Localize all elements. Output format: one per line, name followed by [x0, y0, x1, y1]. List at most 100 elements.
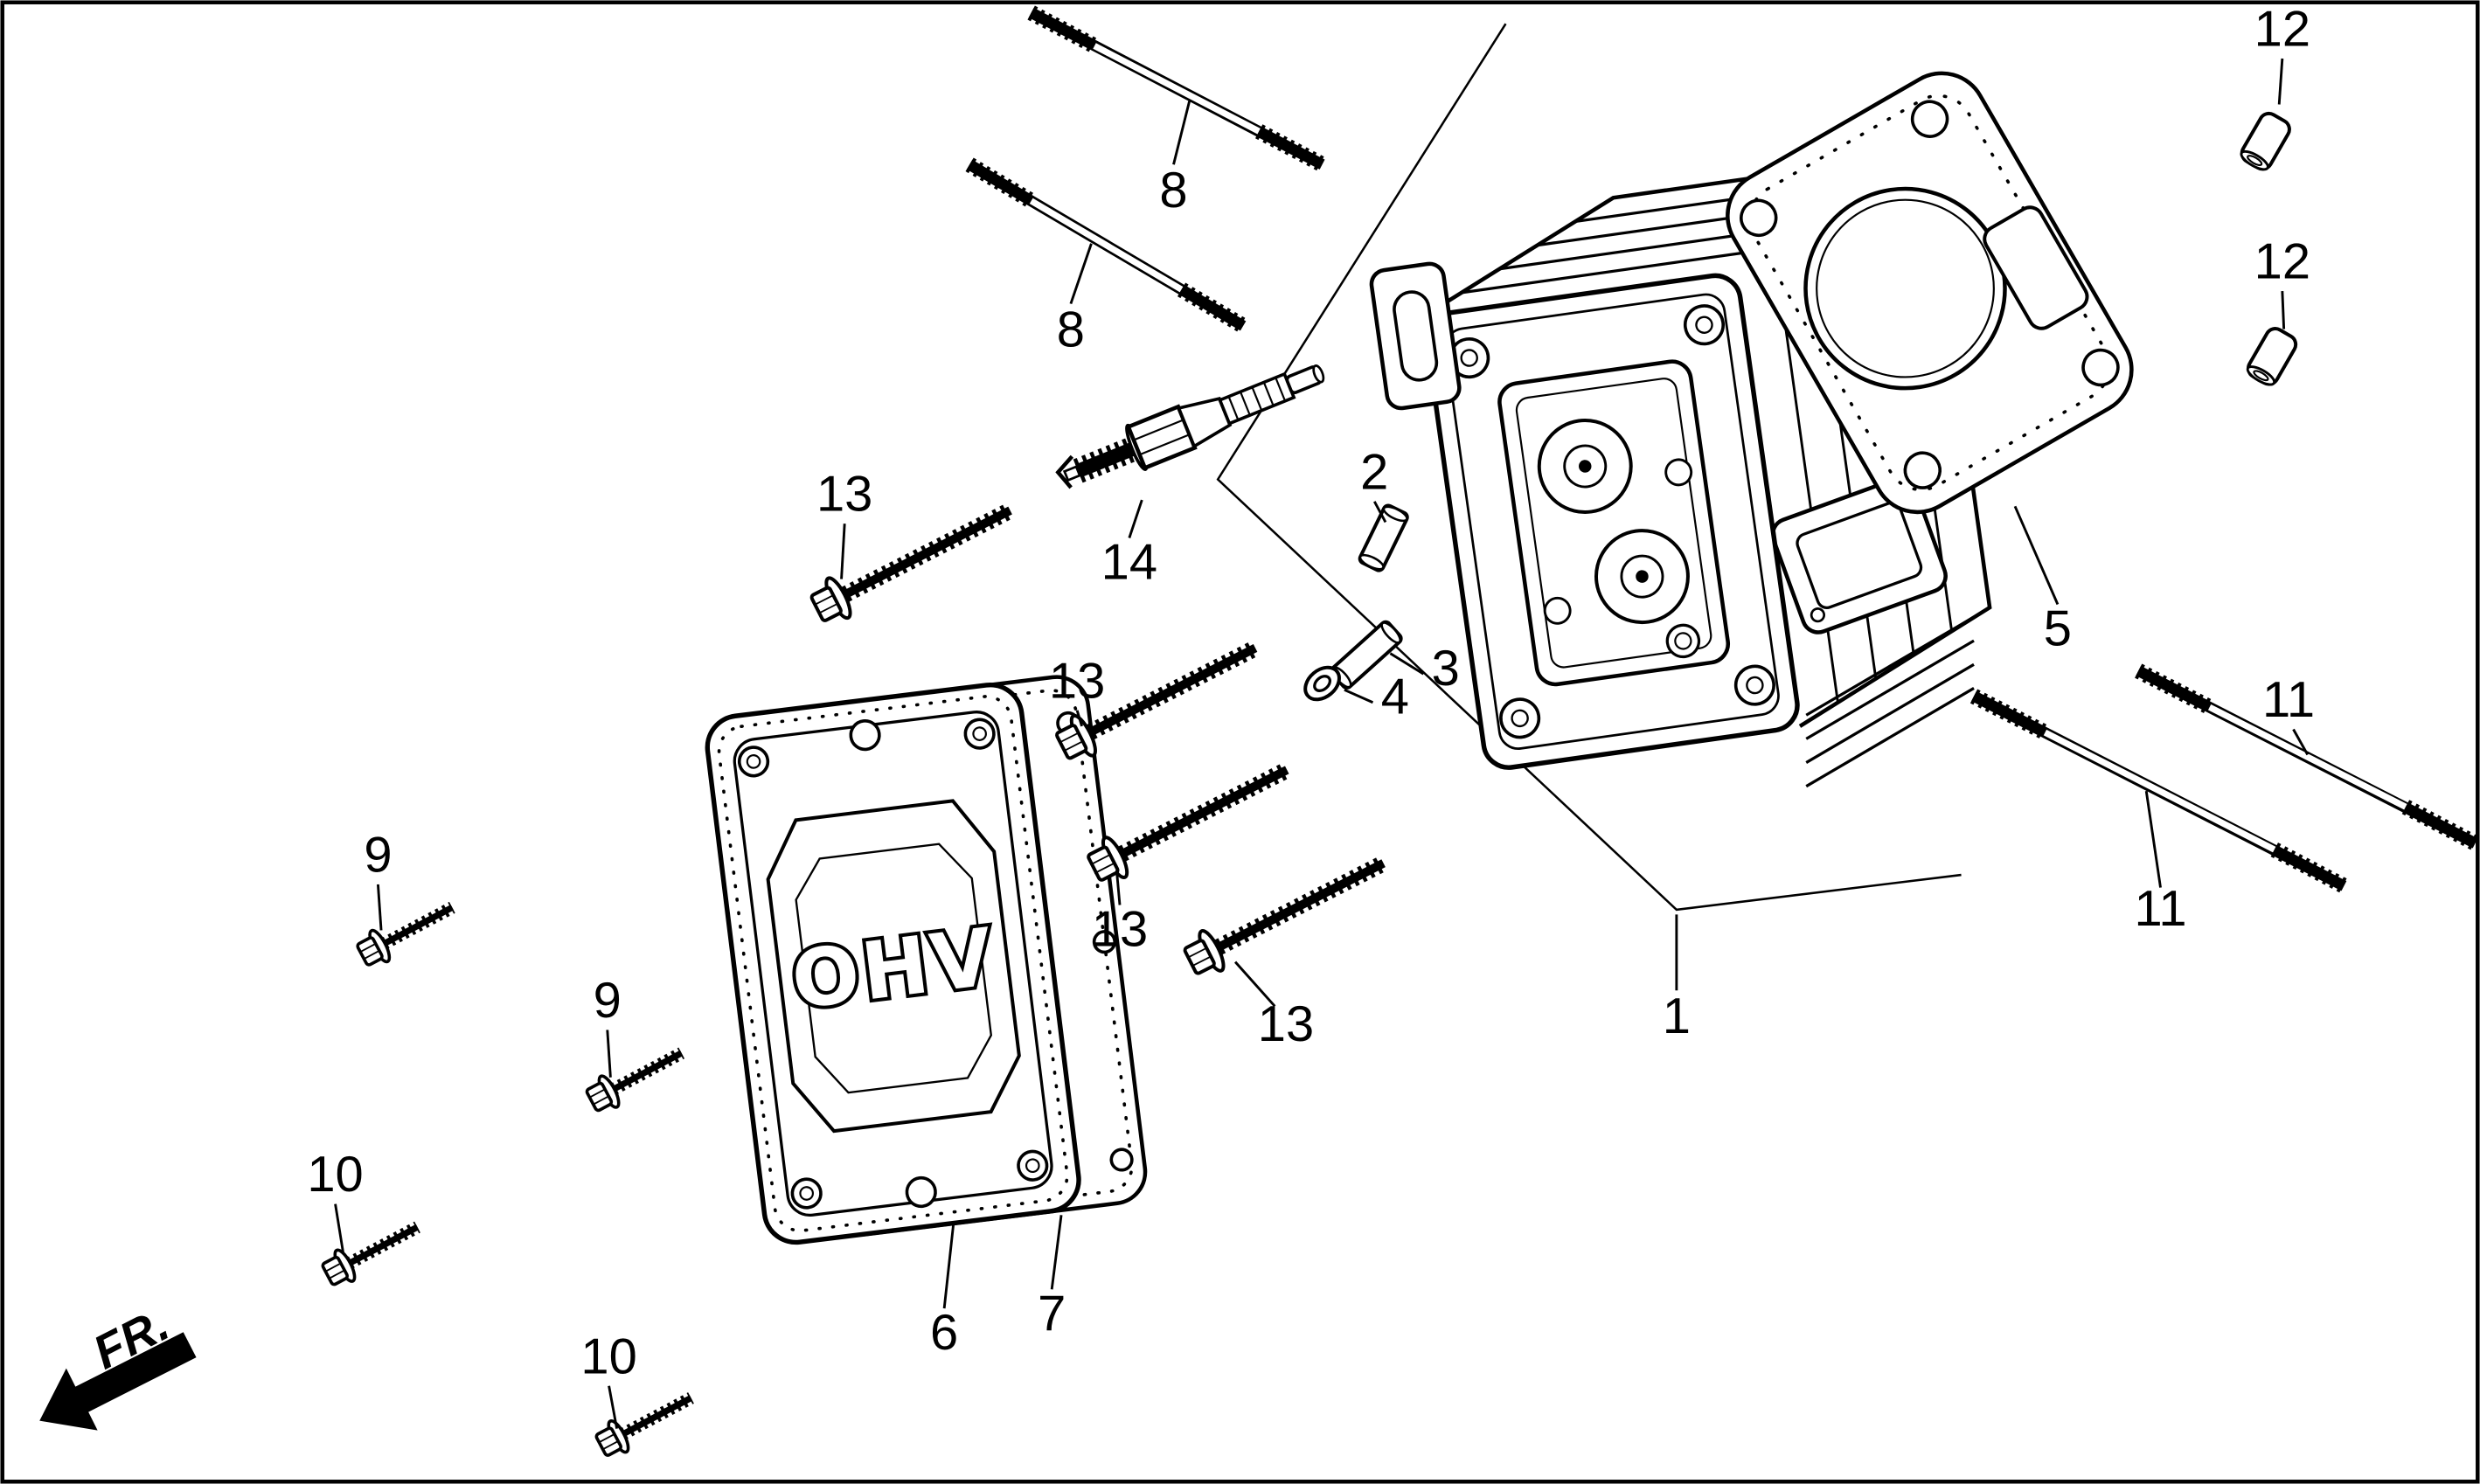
cover-bolt-hole — [1017, 1149, 1049, 1182]
leader-14 — [1128, 499, 1143, 538]
head-bolt-hole — [1746, 676, 1764, 695]
cap-hole — [2247, 155, 2263, 166]
valve-cover-stipple — [717, 695, 1069, 1232]
flange-stud-hole — [1810, 607, 1826, 623]
leader-13-b — [1075, 710, 1083, 727]
callout-13-b: 13 — [1049, 653, 1105, 709]
callout-8-lower: 8 — [1057, 302, 1085, 357]
leader-3 — [1389, 652, 1425, 676]
callout-13-d: 13 — [1258, 996, 1314, 1052]
head-bolt-hole — [1511, 709, 1529, 728]
callout-4: 4 — [1381, 669, 1409, 725]
construction-outline — [1216, 23, 1962, 912]
head-mount-tab — [1369, 261, 1462, 411]
callout-6: 6 — [930, 1305, 958, 1361]
callout-9-a: 9 — [364, 827, 392, 883]
callout-12-upper: 12 — [2254, 1, 2310, 57]
leader-7 — [1050, 1215, 1063, 1290]
head-bolt-hole — [1695, 316, 1713, 334]
leader-11-lower — [2144, 790, 2162, 888]
stud-shank — [1029, 198, 1184, 293]
valve-stem — [1636, 570, 1649, 583]
stud-threads — [1255, 124, 1326, 172]
plug-hex-facets — [1133, 419, 1191, 456]
leader-2 — [1373, 501, 1387, 524]
pushrod-hole — [1543, 596, 1572, 625]
callout-10-a: 10 — [307, 1147, 363, 1203]
gasket-passage — [1983, 205, 2089, 330]
cap-12-upper — [2240, 111, 2291, 171]
washer-inner — [1313, 675, 1332, 692]
ground-electrode — [1055, 454, 1074, 489]
callout-5: 5 — [2044, 601, 2072, 657]
callout-12-lower: 12 — [2254, 234, 2310, 290]
callout-10-b: 10 — [580, 1328, 636, 1384]
head-fin-top-edges — [1461, 176, 1889, 295]
stud-shank — [1093, 43, 1261, 135]
leader-5 — [2013, 505, 2060, 606]
stud-threads — [2135, 663, 2213, 715]
callout-3: 3 — [1432, 641, 1460, 697]
leader-lines — [334, 58, 2310, 1429]
cover-raised-boss — [766, 799, 1021, 1134]
plug-threads — [1073, 435, 1142, 483]
cover-bolt-hole — [963, 718, 996, 750]
callout-2: 2 — [1360, 444, 1388, 500]
gasket-bolt-hole — [1903, 451, 1942, 489]
rocker-chamber-inner — [1515, 378, 1712, 669]
fr-arrow-icon — [39, 1332, 197, 1431]
head-face-rim — [1444, 293, 1780, 750]
bore-opening-inner — [1816, 198, 1995, 378]
callout-14: 14 — [1101, 535, 1157, 591]
head-bolt-hole — [1460, 349, 1478, 367]
head-stud-11-upper — [2135, 663, 2479, 850]
washer-4 — [1303, 665, 1341, 702]
callout-11-upper: 11 — [2262, 672, 2315, 728]
valve-cover: OHV — [705, 682, 1081, 1245]
cover-bolt-hole — [849, 719, 881, 752]
cover-bolt-hole-inner — [799, 1186, 815, 1201]
cover-bolt-hole-inner — [746, 754, 761, 769]
callout-11-lower: 11 — [2134, 881, 2186, 937]
head-fin-side-edges — [1773, 177, 1954, 703]
cover-bolt-hole — [905, 1175, 937, 1209]
callout-13-a: 13 — [816, 467, 872, 523]
leader-6 — [942, 1221, 955, 1309]
callout-8-upper: 8 — [1159, 163, 1187, 218]
pushrod-hole — [1664, 458, 1693, 487]
cover-bolt-hole-inner — [972, 726, 987, 741]
cap-hole — [2253, 370, 2269, 382]
valve-stem — [1579, 460, 1592, 473]
leader-10-a — [334, 1203, 345, 1253]
leader-13-d — [1233, 960, 1276, 1008]
cap-12-lower — [2246, 327, 2298, 386]
leader-12-lower — [2281, 291, 2286, 329]
stud-threads — [1027, 5, 1099, 53]
cover-bolt-hole — [737, 745, 770, 778]
pin-end — [1382, 505, 1408, 523]
pin-end — [1358, 553, 1385, 571]
head-face — [1424, 273, 1800, 770]
cover-bolt-hole-inner — [1025, 1158, 1040, 1174]
leader-13-a — [840, 524, 846, 579]
callout-7: 7 — [1038, 1286, 1066, 1342]
callout-labels: 8 8 14 13 13 13 13 2 3 4 1 5 11 11 12 12… — [307, 1, 2315, 1384]
stud-threads — [1177, 282, 1247, 333]
spark-plug-hole — [1674, 632, 1692, 650]
head-fin-hatch — [1805, 615, 1975, 788]
exhaust-flange-port — [1796, 501, 1923, 609]
cover-gasket-hole — [1109, 1148, 1134, 1172]
pin-end — [1380, 621, 1401, 644]
callout-9-b: 9 — [594, 973, 622, 1029]
gasket-bolt-hole — [2081, 348, 2120, 387]
stud-bolt-8-upper — [1027, 5, 1326, 172]
plug-insulator-ribs — [1227, 377, 1287, 420]
stud-shank — [2207, 704, 2407, 810]
stud-shank — [2043, 729, 2276, 853]
head-gasket — [1726, 71, 2134, 515]
plug-terminal-tip — [1312, 364, 1325, 384]
leader-13-c — [1115, 870, 1122, 905]
leader-8-upper — [1172, 101, 1191, 165]
